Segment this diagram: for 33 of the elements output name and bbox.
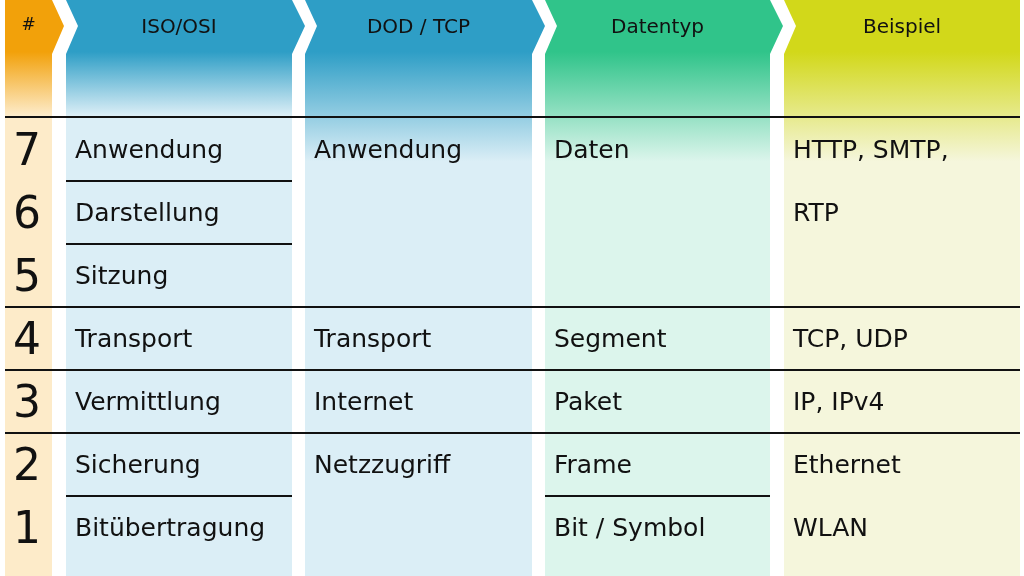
table-cell-text: HTTP, SMTP, RTP	[793, 134, 950, 229]
table-cell-text: Anwendung	[314, 134, 463, 166]
table-cell-text: Sitzung	[75, 260, 169, 292]
table-cell-text: IP, IPv4	[793, 386, 885, 418]
table-cell-text: TCP, UDP	[793, 323, 908, 355]
layer-number: 5	[12, 249, 42, 303]
layer-number: 4	[12, 312, 42, 366]
layer-number: 7	[12, 123, 42, 177]
column-header: Beispiel	[861, 14, 943, 38]
column-header: Datentyp	[610, 14, 705, 38]
table-cell-text: Vermittlung	[75, 386, 221, 418]
column-header: ISO/OSI	[140, 14, 218, 38]
column-header: DOD / TCP	[365, 14, 472, 38]
table-cell-text: Daten	[554, 134, 630, 166]
table-cell-text: Sicherung	[75, 449, 201, 481]
table-cell-text: WLAN	[793, 512, 869, 544]
table-cell-text: Transport	[314, 323, 432, 355]
table-cell-text: Internet	[314, 386, 414, 418]
table-cell-text: Anwendung	[75, 134, 224, 166]
table-cell-text: Segment	[554, 323, 667, 355]
layer-number: 6	[12, 186, 42, 240]
layer-number: 1	[12, 501, 42, 555]
table-cell-text: Bitübertragung	[75, 512, 266, 544]
table-cell-text: Netzzugriff	[314, 449, 451, 481]
layer-number: 3	[12, 375, 42, 429]
table-cell-text: Paket	[554, 386, 623, 418]
column-header: #	[20, 14, 37, 34]
layer-number: 2	[12, 438, 42, 492]
table-cell-text: Frame	[554, 449, 632, 481]
table-cell-text: Transport	[75, 323, 193, 355]
table-cell-text: Bit / Symbol	[554, 512, 706, 544]
table-cell-text: Ethernet	[793, 449, 901, 481]
table-cell-text: Darstellung	[75, 197, 220, 229]
